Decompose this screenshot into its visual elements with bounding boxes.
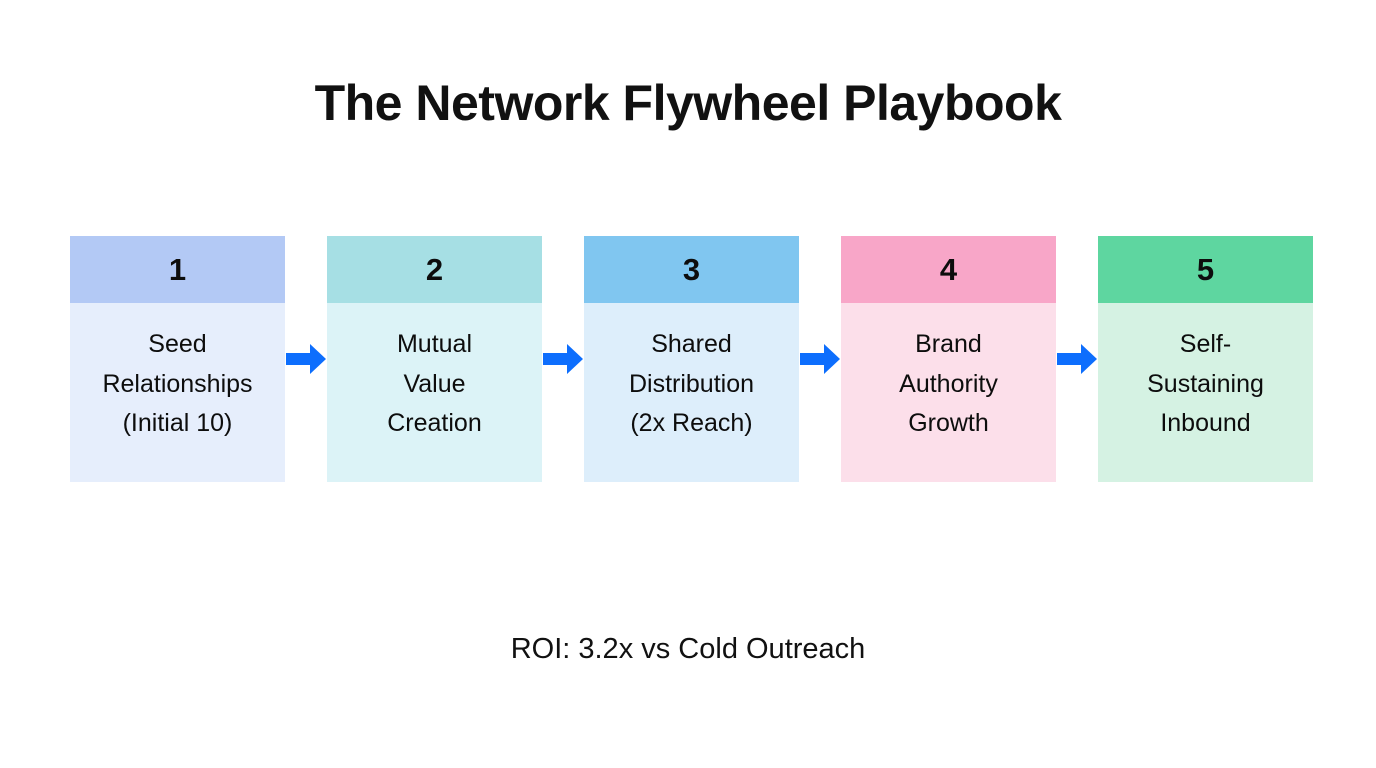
step-4-label: Brand Authority Growth <box>899 330 998 437</box>
process-step-2[interactable]: 2 Mutual Value Creation <box>327 236 542 482</box>
step-3-body: Shared Distribution (2x Reach) <box>584 303 799 482</box>
page-title: The Network Flywheel Playbook <box>314 75 1062 131</box>
step-3-number-header: 3 <box>584 236 799 303</box>
step-2-label: Mutual Value Creation <box>387 330 482 437</box>
step-1-label: Seed Relationships (Initial 10) <box>102 330 253 437</box>
step-1-number-header: 1 <box>70 236 285 303</box>
process-step-5[interactable]: 5 Self- Sustaining Inbound <box>1098 236 1313 482</box>
step-5-label: Self- Sustaining Inbound <box>1147 330 1264 437</box>
process-step-1[interactable]: 1 Seed Relationships (Initial 10) <box>70 236 285 482</box>
arrow-right-icon-3 <box>800 337 840 381</box>
step-2-body: Mutual Value Creation <box>327 303 542 482</box>
step-5-body: Self- Sustaining Inbound <box>1098 303 1313 482</box>
arrow-right-icon-2 <box>543 337 583 381</box>
step-4-body: Brand Authority Growth <box>841 303 1056 482</box>
step-3-label: Shared Distribution (2x Reach) <box>628 330 755 437</box>
arrow-right-icon-4 <box>1057 337 1097 381</box>
process-flow: 1 Seed Relationships (Initial 10) 2 Mutu… <box>70 236 1313 482</box>
process-step-4[interactable]: 4 Brand Authority Growth <box>841 236 1056 482</box>
arrow-right-icon-1 <box>286 337 326 381</box>
step-1-body: Seed Relationships (Initial 10) <box>70 303 285 482</box>
step-2-number-header: 2 <box>327 236 542 303</box>
step-5-number-header: 5 <box>1098 236 1313 303</box>
roi-caption: ROI: 3.2x vs Cold Outreach <box>510 633 866 665</box>
step-4-number-header: 4 <box>841 236 1056 303</box>
process-step-3[interactable]: 3 Shared Distribution (2x Reach) <box>584 236 799 482</box>
